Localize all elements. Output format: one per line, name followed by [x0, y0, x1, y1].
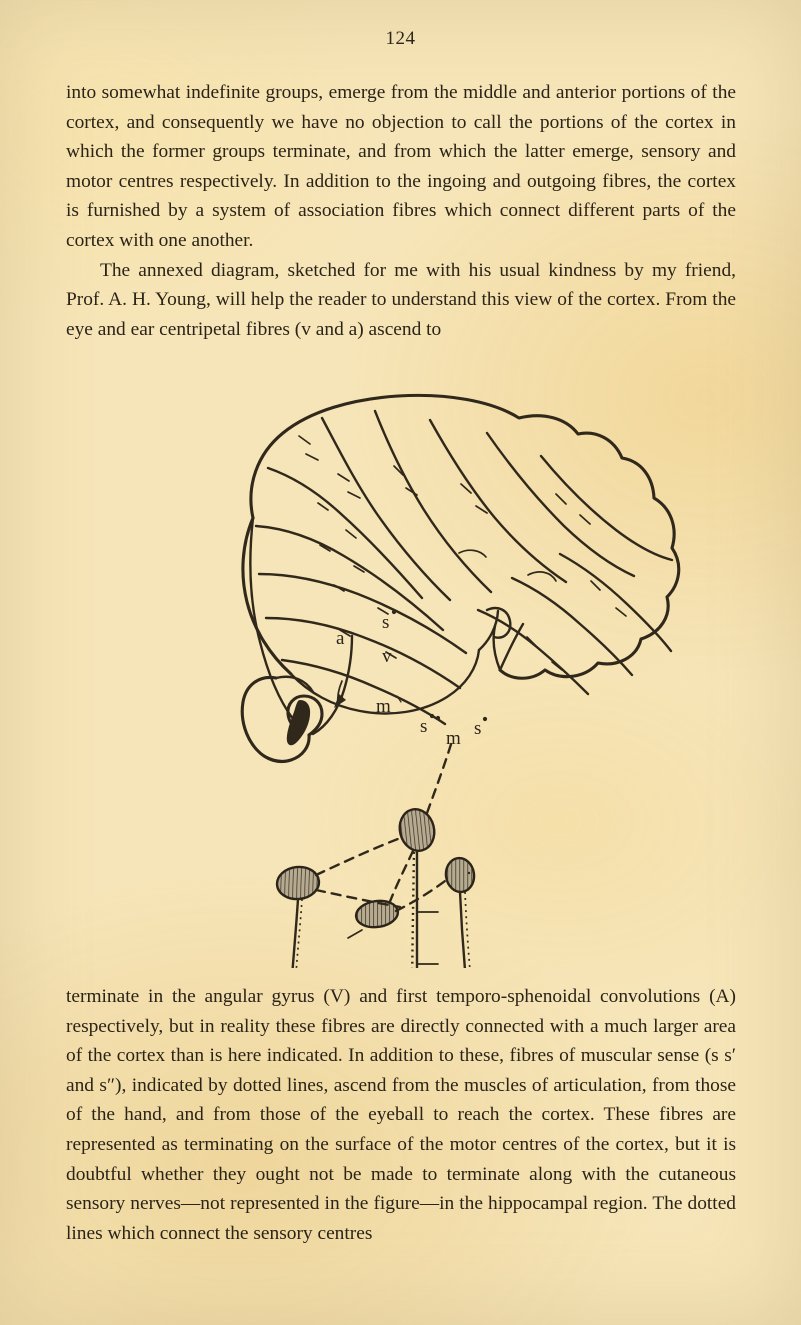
label-s-prime: s [382, 612, 389, 633]
label-s-double-prime: s [420, 716, 427, 737]
sensory-centre-v-blob [354, 899, 400, 929]
label-m-prime: m [376, 696, 391, 717]
temporal-lobe-outline [289, 609, 502, 715]
paragraph: terminate in the angular gyrus (V) and f… [66, 986, 736, 1244]
label-s: s [474, 718, 481, 739]
motor-centre-articulation-blob [398, 808, 436, 852]
label-m: m [446, 728, 461, 749]
association-fibres-dashed [314, 739, 454, 913]
label-s-prime-group: s [382, 609, 397, 633]
brain-outline [241, 393, 681, 680]
ear-fibre-a [311, 634, 354, 736]
paper-sheet [467, 871, 471, 875]
body-text-above-figure: into somewhat indefinite groups, emerge … [66, 78, 736, 344]
paragraph: into somewhat indefinite groups, emerge … [66, 82, 736, 251]
hand-writing-with-pen [467, 871, 471, 875]
page-number: 124 [385, 28, 416, 49]
cortical-centre-group [275, 808, 476, 929]
figure-labels: a s v m s m s [336, 609, 488, 749]
label-s-double-prime-group: s [420, 713, 441, 737]
label-s-group: s [474, 716, 488, 739]
label-a: a [336, 628, 345, 649]
cortical-convolutions [254, 409, 674, 726]
head-profile [249, 516, 525, 721]
motor-centre-hand-blob [444, 856, 476, 894]
body-text-below-figure: terminate in the angular gyrus (V) and f… [66, 982, 736, 1248]
paragraph: The annexed diagram, sketched for me wit… [66, 259, 736, 340]
label-v: v [382, 646, 392, 667]
label-m-prime-group: m [376, 695, 402, 717]
diagram-svg: a s v m s m s [240, 393, 681, 968]
ear-profile [240, 675, 324, 764]
brain-diagram-figure: a s v m s m s [0, 378, 801, 968]
sensory-centre-a-blob [275, 865, 321, 901]
fibre-trunks [291, 849, 471, 968]
